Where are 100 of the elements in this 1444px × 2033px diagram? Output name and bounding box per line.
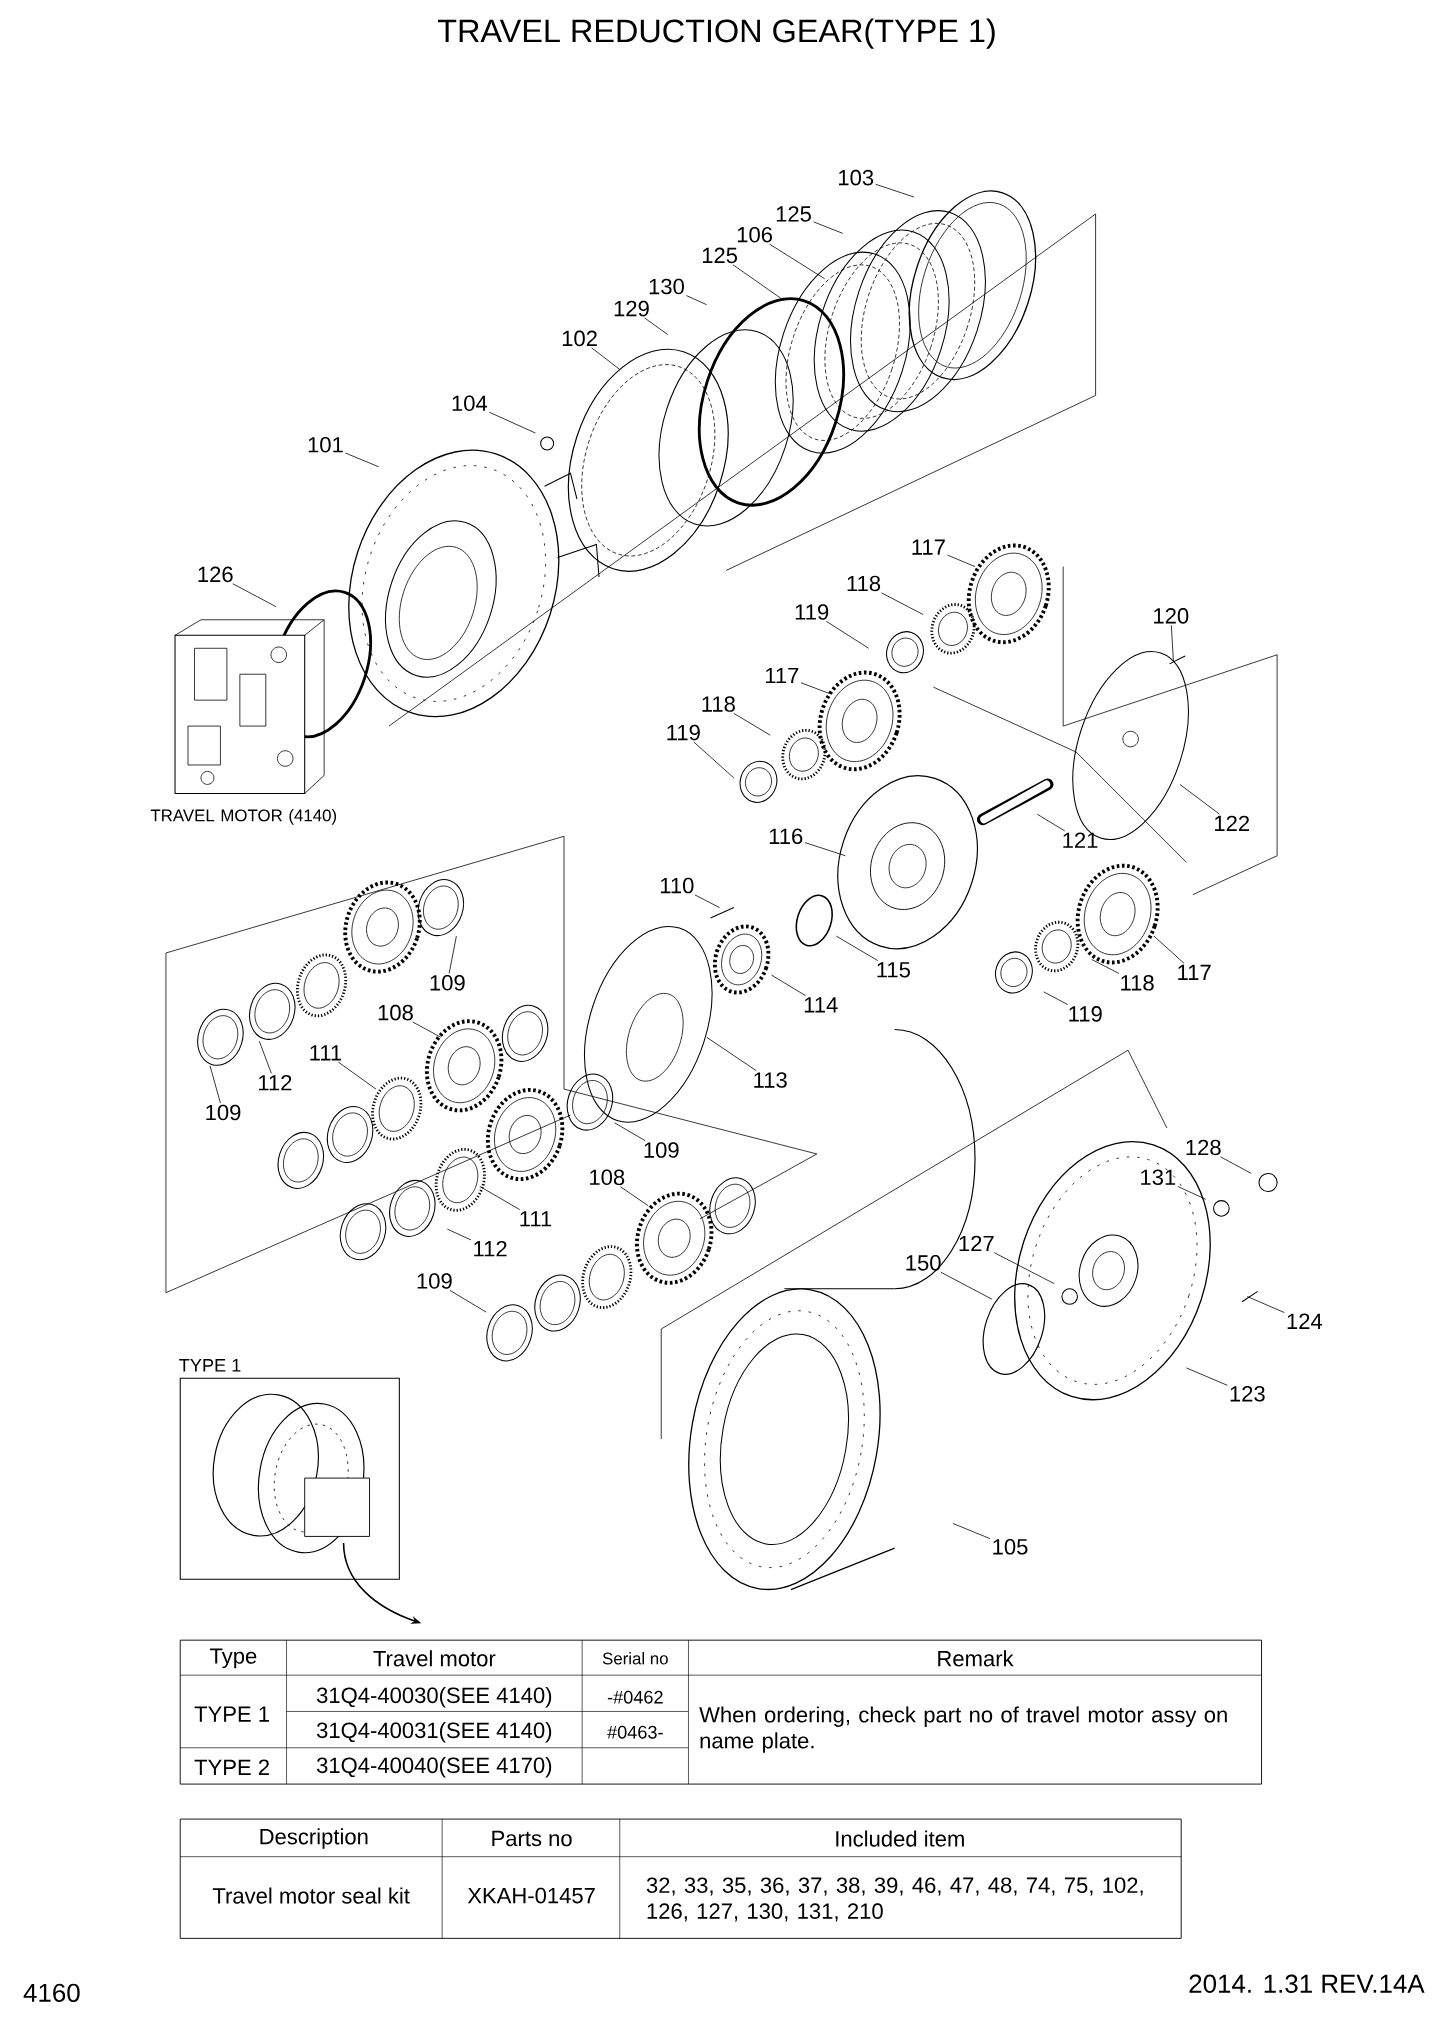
table-cell: 32, 33, 35, 36, 37, 38, 39, 46, 47, 48, 74, 75, 102, 126, 127, 130, 131, 210 bbox=[646, 1877, 1143, 1922]
leader-line bbox=[614, 1122, 646, 1142]
leader-line bbox=[812, 221, 843, 234]
leader-line bbox=[488, 411, 536, 434]
callout-number: 108 bbox=[589, 1169, 625, 1186]
leader-line bbox=[733, 713, 771, 736]
callout-number: 111 bbox=[310, 1045, 341, 1061]
leader-line bbox=[804, 842, 846, 857]
leader-line bbox=[1246, 1296, 1285, 1313]
callout-number: 117 bbox=[765, 667, 799, 684]
leader-line bbox=[643, 317, 668, 335]
callout-number: 117 bbox=[912, 539, 945, 555]
leader-line bbox=[693, 741, 735, 779]
leader-line bbox=[940, 1271, 993, 1300]
revision-date: 2014. 1.31 REV.14A bbox=[1189, 1974, 1425, 1993]
leader-line bbox=[768, 243, 825, 280]
leader-line bbox=[448, 935, 457, 974]
label-text: TRAVEL MOTOR (4140) bbox=[150, 809, 336, 825]
leader-line bbox=[770, 974, 806, 997]
callout-number: 112 bbox=[474, 1240, 507, 1257]
leader-line bbox=[337, 1061, 377, 1090]
callout-number: 128 bbox=[1186, 1139, 1221, 1156]
leader-line bbox=[1185, 1367, 1228, 1386]
callout-number: 129 bbox=[614, 300, 649, 317]
callout-number: 124 bbox=[1287, 1313, 1322, 1329]
leader-line bbox=[591, 347, 620, 370]
leader-line bbox=[732, 264, 785, 302]
callout-number: 111 bbox=[520, 1211, 551, 1227]
leader-line bbox=[1036, 813, 1065, 832]
callout-number: 109 bbox=[430, 975, 465, 991]
callout-number: 109 bbox=[417, 1273, 452, 1289]
table-header: Serial no bbox=[602, 1652, 668, 1665]
callout-number: 119 bbox=[1069, 1006, 1102, 1022]
callout-number: 126 bbox=[198, 566, 233, 583]
callout-number: 121 bbox=[1063, 832, 1098, 848]
callout-number: 130 bbox=[649, 278, 684, 295]
leader-line bbox=[1153, 935, 1185, 964]
leader-line bbox=[694, 894, 720, 908]
table-cell: #0463- bbox=[606, 1725, 663, 1739]
callout-number: 118 bbox=[1121, 975, 1154, 991]
callout-number: 118 bbox=[847, 575, 880, 592]
leader-line bbox=[685, 295, 707, 306]
leader-line bbox=[479, 1185, 520, 1211]
table-cell: 31Q4-40030(SEE 4140) bbox=[316, 1686, 551, 1708]
callout-number: 102 bbox=[562, 330, 597, 347]
label-text: TYPE 1 bbox=[179, 1359, 241, 1372]
table-cell: 31Q4-40031(SEE 4140) bbox=[316, 1721, 551, 1743]
table-cell: Travel motor seal kit bbox=[212, 1887, 410, 1904]
callout-number: 101 bbox=[308, 436, 343, 453]
leader-line bbox=[1043, 991, 1068, 1005]
callout-number: 106 bbox=[737, 226, 772, 243]
callout-number: 112 bbox=[258, 1074, 292, 1091]
callout-number: 127 bbox=[959, 1235, 994, 1252]
leader-line bbox=[412, 1021, 442, 1038]
leader-line bbox=[1177, 1186, 1207, 1200]
leader-line bbox=[1179, 784, 1220, 815]
leader-line bbox=[825, 620, 869, 649]
table-cell: 31Q4-40040(SEE 4170) bbox=[316, 1756, 551, 1778]
leader-line bbox=[1091, 959, 1120, 974]
table-cell: TYPE 1 bbox=[194, 1706, 269, 1722]
table-header: Parts no bbox=[492, 1830, 572, 1847]
leader-line bbox=[952, 1523, 991, 1540]
callout-number: 104 bbox=[452, 395, 487, 412]
leader-line bbox=[619, 1186, 649, 1207]
leader-line bbox=[800, 682, 830, 695]
callout-number: 120 bbox=[1153, 608, 1189, 624]
table-cell: TYPE 2 bbox=[194, 1759, 269, 1775]
callout-number: 117 bbox=[1178, 964, 1211, 980]
callout-number: 118 bbox=[702, 696, 735, 712]
table-header: Remark bbox=[938, 1650, 1014, 1667]
callout-number: 150 bbox=[906, 1255, 941, 1271]
leader-line bbox=[449, 1289, 487, 1313]
leader-line bbox=[875, 183, 915, 198]
callout-number: 119 bbox=[667, 724, 700, 741]
leader-line bbox=[1219, 1156, 1252, 1174]
callout-number: 115 bbox=[877, 962, 910, 978]
callout-number: 119 bbox=[795, 604, 828, 620]
leader-line bbox=[835, 935, 878, 961]
callout-number: 103 bbox=[838, 169, 873, 186]
leader-line bbox=[880, 592, 924, 615]
callout-number: 113 bbox=[754, 1072, 787, 1088]
callout-number: 105 bbox=[993, 1539, 1028, 1555]
table-cell: When ordering, check part no of travel motor assy on name plate. bbox=[699, 1706, 1227, 1753]
callout-number: 131 bbox=[1140, 1169, 1175, 1186]
table-cell: XKAH-01457 bbox=[467, 1887, 595, 1904]
callout-number: 110 bbox=[660, 877, 694, 894]
leader-line bbox=[258, 1040, 272, 1074]
callout-number: 125 bbox=[776, 206, 811, 222]
table-header: Type bbox=[209, 1648, 257, 1669]
leader-line bbox=[344, 452, 379, 468]
callout-number: 123 bbox=[1230, 1386, 1265, 1402]
leader-line bbox=[446, 1228, 472, 1241]
leader-line bbox=[209, 1065, 221, 1104]
leader-line bbox=[1170, 624, 1174, 662]
callout-number: 125 bbox=[702, 247, 737, 264]
callout-number: 108 bbox=[378, 1004, 413, 1021]
table-header: Included item bbox=[836, 1830, 964, 1847]
leader-line bbox=[706, 1036, 757, 1072]
callout-number: 116 bbox=[769, 828, 803, 845]
leader-line bbox=[993, 1252, 1055, 1284]
